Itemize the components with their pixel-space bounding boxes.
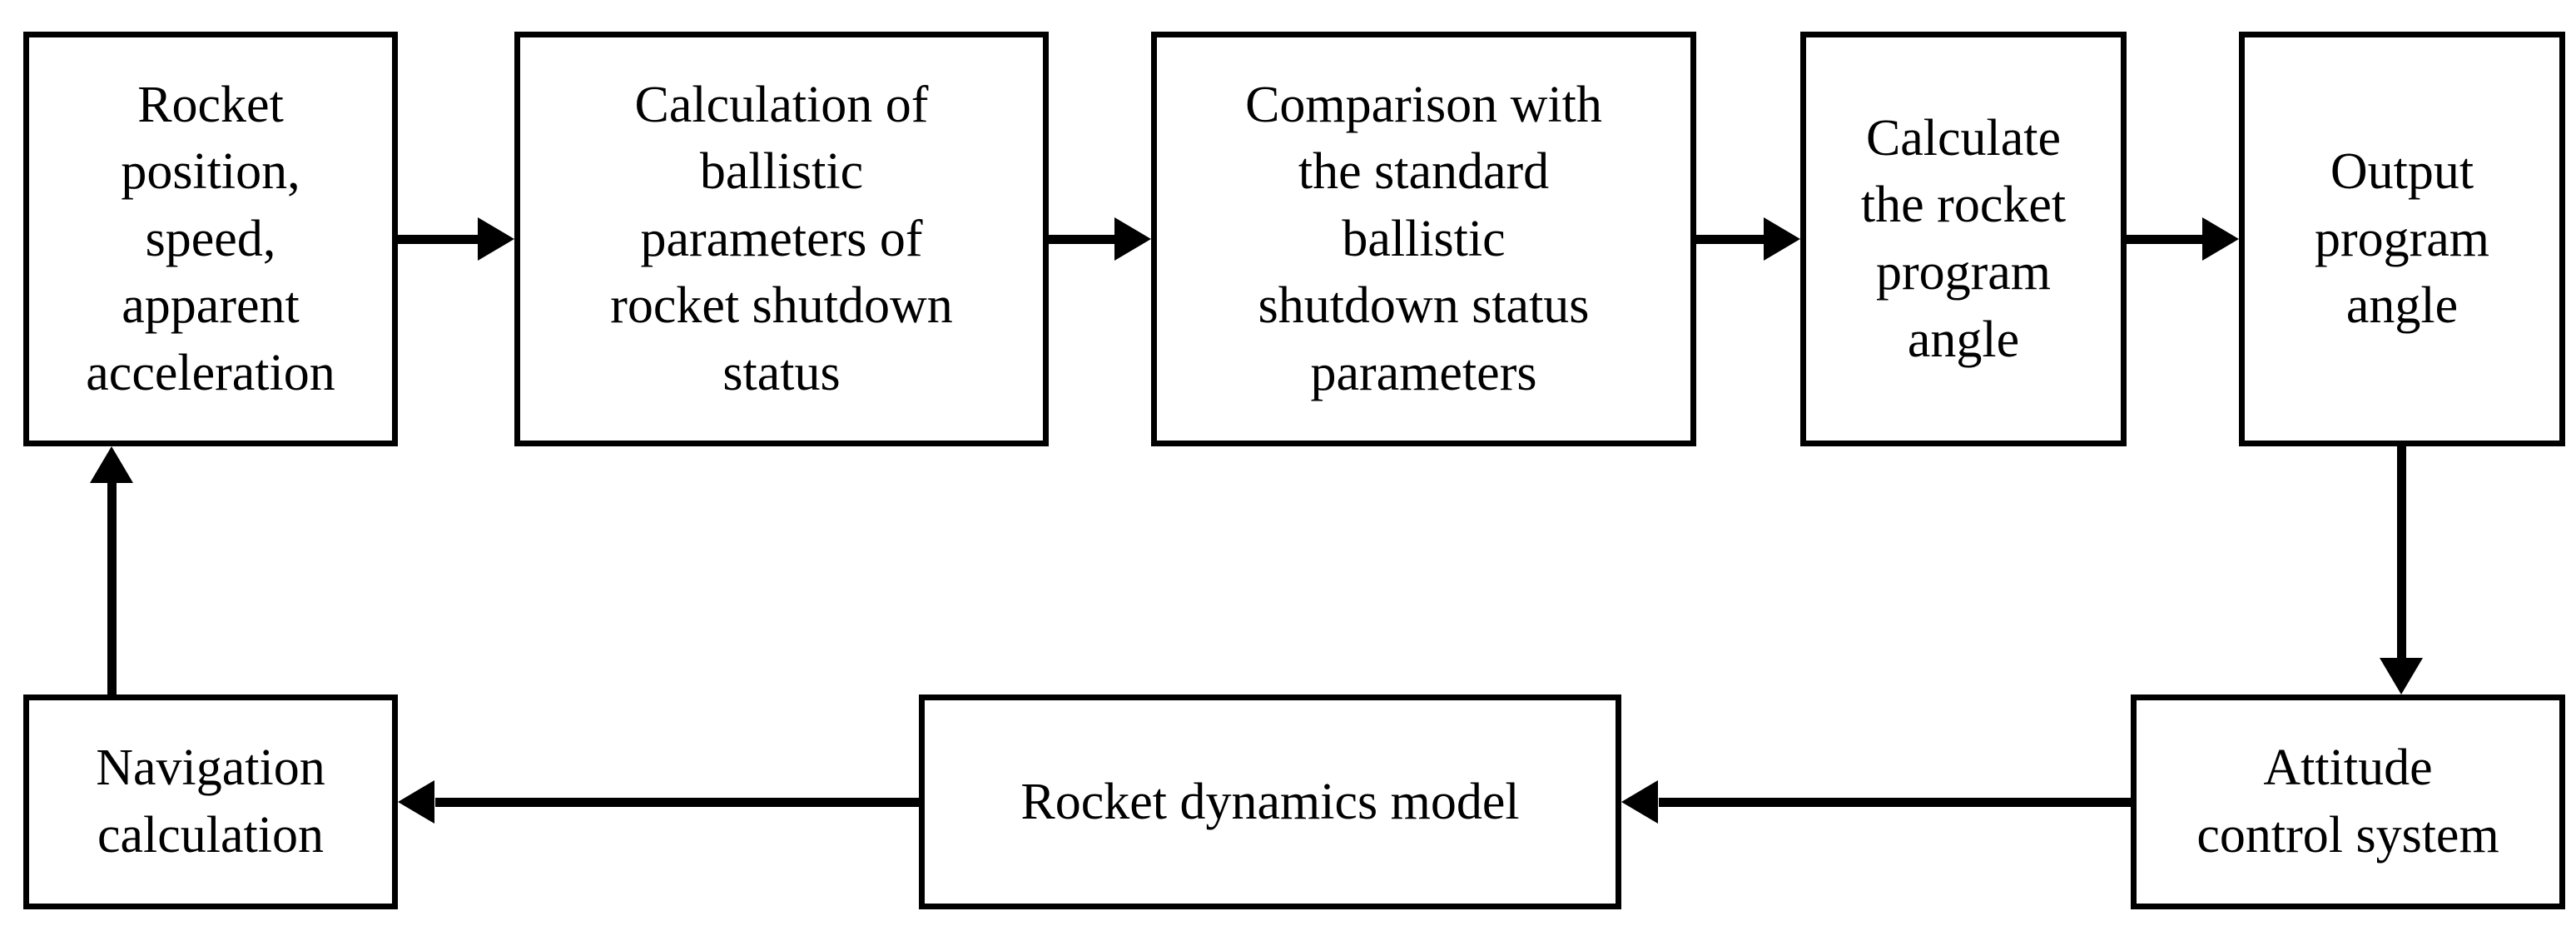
arrow-right-icon xyxy=(2202,217,2239,261)
edge-line xyxy=(398,235,485,244)
arrow-right-icon xyxy=(478,217,514,261)
edge-line xyxy=(1659,798,2131,807)
arrow-left-icon xyxy=(398,780,434,824)
edge-line xyxy=(435,798,919,807)
arrow-up-icon xyxy=(90,446,133,483)
node-rocket-state[interactable]: Rocket position, speed, apparent acceler… xyxy=(23,32,398,446)
node-output-program-angle[interactable]: Output program angle xyxy=(2239,32,2565,446)
node-rocket-dynamics-model[interactable]: Rocket dynamics model xyxy=(919,695,1621,909)
node-calculation-of-ballistic-parameters[interactable]: Calculation of ballistic parameters of r… xyxy=(514,32,1049,446)
edge-line xyxy=(2397,446,2406,659)
edge-line xyxy=(2127,235,2210,244)
arrow-right-icon xyxy=(1114,217,1151,261)
arrow-down-icon xyxy=(2380,658,2423,695)
node-navigation-calculation[interactable]: Navigation calculation xyxy=(23,695,398,909)
node-calculate-rocket-program-angle[interactable]: Calculate the rocket program angle xyxy=(1800,32,2127,446)
arrow-right-icon xyxy=(1764,217,1800,261)
edge-line xyxy=(107,483,117,695)
arrow-left-icon xyxy=(1621,780,1658,824)
node-attitude-control-system[interactable]: Attitude control system xyxy=(2131,695,2565,909)
node-comparison-with-standard-parameters[interactable]: Comparison with the standard ballistic s… xyxy=(1151,32,1696,446)
edge-line xyxy=(1696,235,1771,244)
edge-line xyxy=(1049,235,1122,244)
